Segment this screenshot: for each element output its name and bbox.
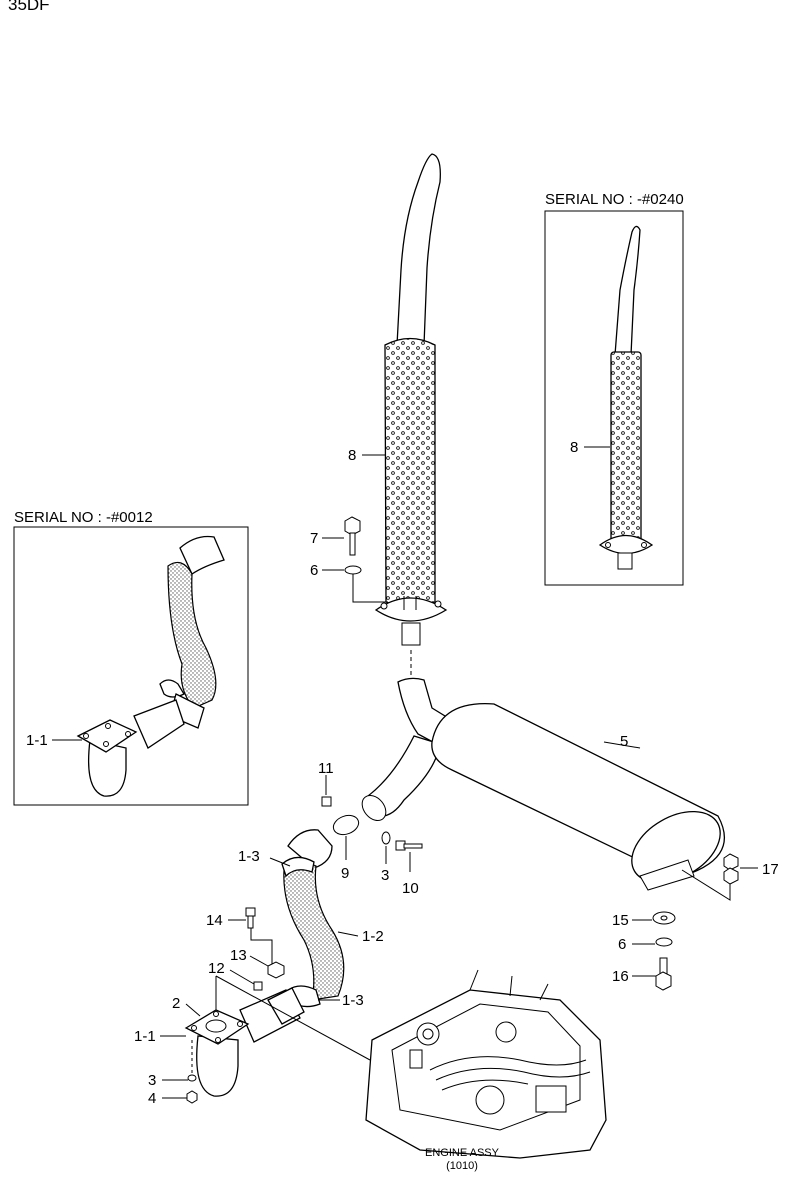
inset-flex-hose bbox=[167, 561, 217, 709]
inset-callout-8: 8 bbox=[570, 439, 578, 456]
callout-9: 9 bbox=[341, 865, 349, 882]
callout-14: 14 bbox=[206, 912, 223, 929]
muffler-bracket bbox=[639, 859, 695, 891]
mount-bolt bbox=[655, 957, 672, 991]
callout-6-upper: 6 bbox=[310, 562, 318, 579]
callout-6-lower: 6 bbox=[618, 936, 626, 953]
clamp-nut bbox=[321, 796, 332, 807]
callout-1-3-lower: 1-3 bbox=[342, 992, 364, 1009]
left-inset-title: SERIAL NO : -#0012 bbox=[14, 509, 153, 526]
hose-end bbox=[287, 829, 333, 869]
flexible-hose bbox=[283, 862, 345, 1001]
washer bbox=[344, 565, 362, 575]
left-inset: SERIAL NO : -#0012 1-1 bbox=[13, 509, 249, 806]
callout-1-3-upper: 1-3 bbox=[238, 848, 260, 865]
clamp-bolt bbox=[395, 840, 423, 851]
callout-1-2: 1-2 bbox=[362, 928, 384, 945]
callout-10: 10 bbox=[402, 880, 419, 897]
callout-15: 15 bbox=[612, 912, 629, 929]
left-inset-frame bbox=[13, 526, 249, 806]
callout-3-right: 3 bbox=[381, 867, 389, 884]
bolt bbox=[344, 516, 361, 556]
callout-16: 16 bbox=[612, 968, 629, 985]
inset-flange bbox=[598, 534, 654, 555]
callout-1-1: 1-1 bbox=[134, 1028, 156, 1045]
inset-clamp bbox=[159, 679, 185, 698]
washer-small bbox=[655, 937, 673, 947]
exhaust-pipe-lower bbox=[367, 735, 441, 817]
inset-cone bbox=[133, 699, 185, 749]
muffler-guard bbox=[384, 337, 436, 608]
guard-outlet bbox=[401, 622, 421, 646]
engine-assembly bbox=[365, 969, 607, 1159]
callout-4: 4 bbox=[148, 1090, 156, 1107]
guard-flange bbox=[374, 597, 448, 622]
inset-muffler-guard bbox=[610, 351, 642, 543]
exhaust-elbow bbox=[196, 1035, 239, 1097]
callout-11: 11 bbox=[318, 760, 334, 777]
inset-elbow bbox=[87, 739, 127, 797]
pipe-clamp bbox=[332, 814, 360, 836]
right-inset: SERIAL NO : -#0240 8 bbox=[544, 191, 684, 586]
callout-7: 7 bbox=[310, 530, 318, 547]
inset-flange bbox=[76, 719, 138, 753]
callout-3-left: 3 bbox=[148, 1072, 156, 1089]
callout-12: 12 bbox=[208, 960, 225, 977]
right-inset-title: SERIAL NO : -#0240 bbox=[545, 191, 684, 208]
page-title: 35DF bbox=[8, 0, 50, 14]
inset-callout-1-1: 1-1 bbox=[26, 732, 48, 749]
callout-13: 13 bbox=[230, 947, 247, 964]
inset-hose-end bbox=[179, 535, 225, 575]
inset-tailpipe bbox=[614, 225, 641, 356]
right-inset-frame bbox=[544, 210, 684, 586]
tail-pipe bbox=[396, 153, 441, 346]
engine-name: ENGINE ASSY bbox=[425, 1147, 500, 1159]
callout-2: 2 bbox=[172, 995, 180, 1012]
callout-5: 5 bbox=[620, 733, 628, 750]
engine-code: (1010) bbox=[446, 1160, 478, 1172]
callout-8: 8 bbox=[348, 447, 356, 464]
bracket-bolt bbox=[245, 907, 256, 929]
inset-outlet bbox=[617, 552, 633, 570]
callout-17: 17 bbox=[762, 861, 779, 878]
